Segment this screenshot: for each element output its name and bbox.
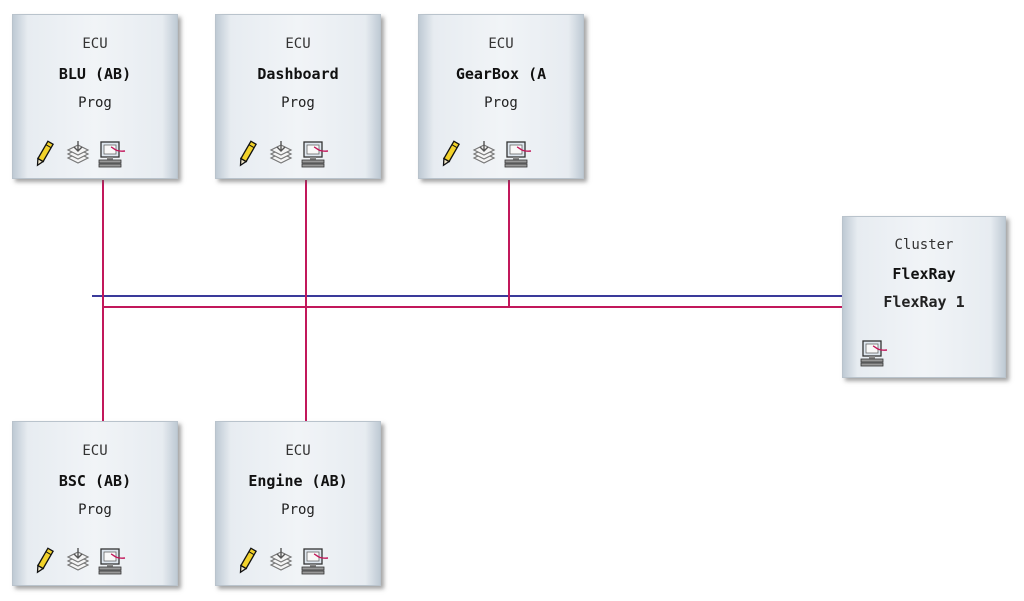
node-sub-label: Prog (484, 95, 518, 111)
cluster-node-flexray[interactable]: Cluster FlexRay FlexRay 1 (842, 216, 1006, 378)
node-sub-label: Prog (78, 95, 112, 111)
node-sub-label: Prog (281, 95, 315, 111)
network-computer-icon[interactable] (300, 546, 330, 576)
ecu-node-gearbox[interactable]: ECU GearBox (A Prog (418, 14, 584, 179)
pencil-icon[interactable] (435, 139, 465, 169)
stack-icon[interactable] (63, 546, 93, 576)
node-icon-bar (859, 338, 893, 368)
node-type-label: ECU (82, 443, 108, 459)
node-sub-label: FlexRay 1 (883, 293, 965, 311)
node-name-label: FlexRay (892, 265, 956, 283)
ecu-node-dashboard[interactable]: ECU Dashboard Prog (215, 14, 381, 179)
node-name-label: BLU (AB) (58, 65, 132, 83)
network-computer-icon[interactable] (859, 338, 889, 368)
stack-icon[interactable] (266, 139, 296, 169)
node-name-label: Engine (AB) (248, 472, 348, 490)
node-type-label: ECU (488, 36, 514, 52)
node-type-label: ECU (82, 36, 108, 52)
node-name-label: GearBox (A (455, 65, 547, 83)
stack-icon[interactable] (469, 139, 499, 169)
node-icon-bar (29, 139, 131, 169)
node-name-label: BSC (AB) (58, 472, 132, 490)
node-icon-bar (435, 139, 537, 169)
ecu-node-bsc[interactable]: ECU BSC (AB) Prog (12, 421, 178, 586)
node-sub-label: Prog (78, 502, 112, 518)
pencil-icon[interactable] (29, 546, 59, 576)
node-type-label: ECU (285, 443, 311, 459)
node-icon-bar (29, 546, 131, 576)
stack-icon[interactable] (266, 546, 296, 576)
network-computer-icon[interactable] (503, 139, 533, 169)
ecu-node-engine[interactable]: ECU Engine (AB) Prog (215, 421, 381, 586)
node-icon-bar (232, 546, 334, 576)
network-computer-icon[interactable] (300, 139, 330, 169)
node-type-label: ECU (285, 36, 311, 52)
ecu-node-blu[interactable]: ECU BLU (AB) Prog (12, 14, 178, 179)
pencil-icon[interactable] (29, 139, 59, 169)
stack-icon[interactable] (63, 139, 93, 169)
network-computer-icon[interactable] (97, 139, 127, 169)
node-name-label: Dashboard (257, 65, 339, 83)
node-sub-label: Prog (281, 502, 315, 518)
node-type-label: Cluster (894, 237, 954, 253)
pencil-icon[interactable] (232, 139, 262, 169)
pencil-icon[interactable] (232, 546, 262, 576)
node-icon-bar (232, 139, 334, 169)
network-computer-icon[interactable] (97, 546, 127, 576)
